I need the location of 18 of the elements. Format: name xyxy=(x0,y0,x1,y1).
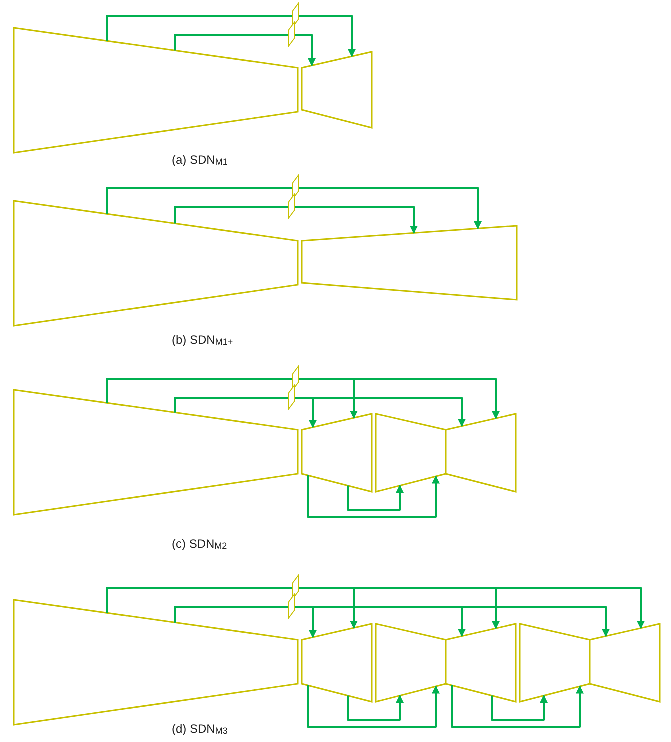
figure-caption: (d) SDN$_{M3}$ xyxy=(172,722,228,736)
figure-caption: (a) SDN$_{M1}$ xyxy=(172,153,228,167)
figure-caption: (c) SDN$_{M2}$ xyxy=(172,537,228,551)
arrow xyxy=(106,378,500,420)
arrow xyxy=(174,606,610,638)
arrow xyxy=(106,587,645,630)
arrow xyxy=(491,695,548,721)
arrow xyxy=(307,476,440,518)
arrow xyxy=(174,206,418,234)
arrow xyxy=(174,397,466,428)
figure-caption: (b) SDN$_{M1+}$ xyxy=(172,333,234,347)
arrow xyxy=(451,686,584,728)
arrow xyxy=(106,187,482,230)
arrow xyxy=(347,485,404,511)
arrow xyxy=(106,15,356,58)
arrow xyxy=(307,686,440,728)
arrow xyxy=(174,34,316,66)
arrow xyxy=(347,695,404,721)
